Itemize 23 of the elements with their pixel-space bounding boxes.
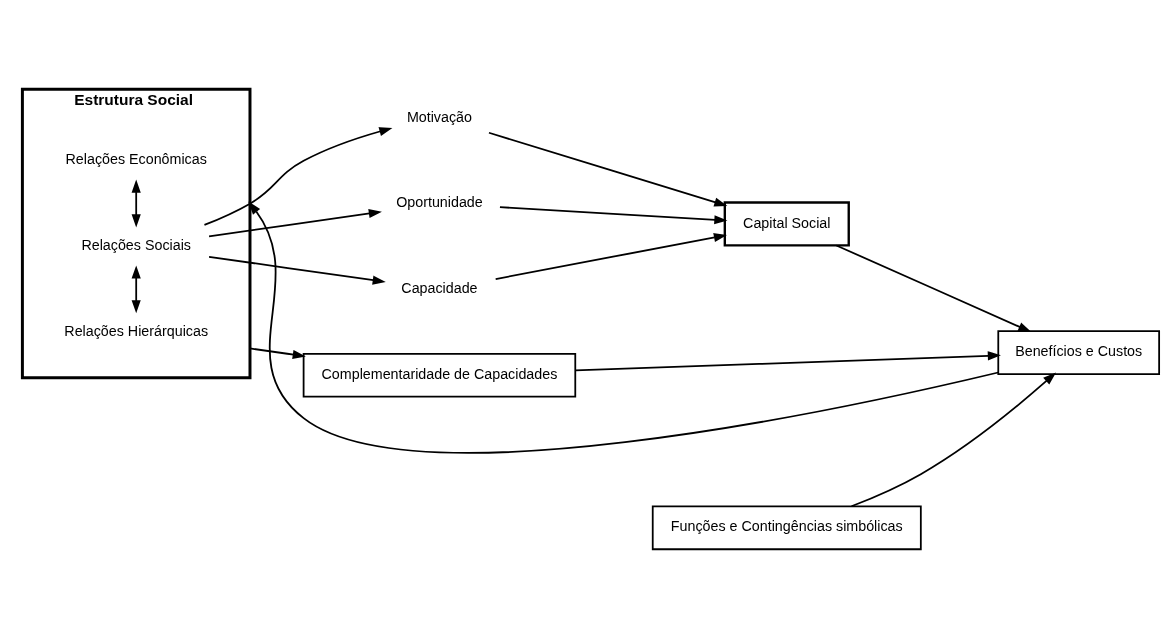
node-text: Capacidade bbox=[401, 279, 478, 296]
arrow bbox=[131, 179, 141, 227]
arrow bbox=[208, 255, 386, 285]
arrow bbox=[208, 208, 382, 237]
arrow bbox=[203, 126, 393, 226]
arrow bbox=[574, 350, 1001, 371]
arrow bbox=[131, 264, 141, 313]
arrow bbox=[494, 232, 727, 280]
node-box: Funções e Contingências simbólicas bbox=[651, 504, 922, 550]
node-text: Relações Hierárquicas bbox=[64, 322, 209, 339]
node-text: Relações Sociais bbox=[81, 236, 191, 253]
arrow bbox=[249, 347, 306, 359]
arrow bbox=[835, 244, 1032, 332]
node-box: Benefícios e Custos bbox=[997, 329, 1161, 375]
node-box: Capital Social bbox=[723, 200, 850, 247]
arrow bbox=[499, 205, 728, 224]
arrow bbox=[248, 201, 1000, 453]
arrow bbox=[488, 131, 728, 207]
arrow bbox=[850, 371, 1057, 507]
node-text: Motivação bbox=[406, 108, 472, 125]
node-text: Relações Econômicas bbox=[65, 150, 207, 167]
node-text: Oportunidade bbox=[396, 193, 483, 210]
node-box: Complementaridade de Capacidades bbox=[302, 352, 577, 398]
